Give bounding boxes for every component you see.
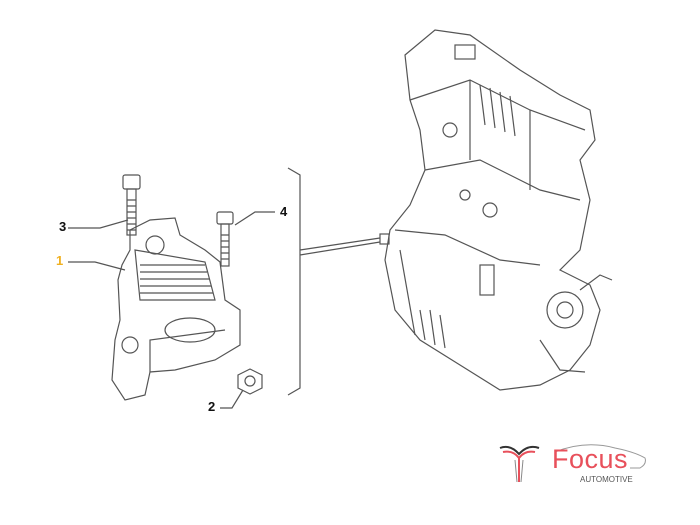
callout-label-2: 2: [208, 399, 216, 414]
engine-mount-1: [111, 217, 241, 401]
bolt-3: [122, 174, 141, 236]
logo-brand-text: Focus: [552, 444, 629, 474]
leader-line-3: [68, 219, 129, 229]
logo-subtitle-text: AUTOMOTIVE: [580, 475, 633, 484]
logo-car-outline-icon: [554, 444, 646, 469]
group-bracket: [287, 167, 381, 396]
leader-line-4: [234, 211, 275, 226]
callout-label-1: 1: [56, 253, 64, 268]
callout-label-4: 4: [280, 204, 288, 219]
logo-emblem-icon: [499, 445, 540, 483]
nut-2: [237, 368, 263, 395]
bolt-4: [216, 211, 234, 267]
leader-line-2: [220, 389, 244, 409]
engine-block: [379, 29, 613, 391]
callout-label-3: 3: [59, 219, 67, 234]
leader-line-1: [68, 261, 126, 271]
focus-automotive-logo: Focus AUTOMOTIVE: [495, 440, 675, 490]
